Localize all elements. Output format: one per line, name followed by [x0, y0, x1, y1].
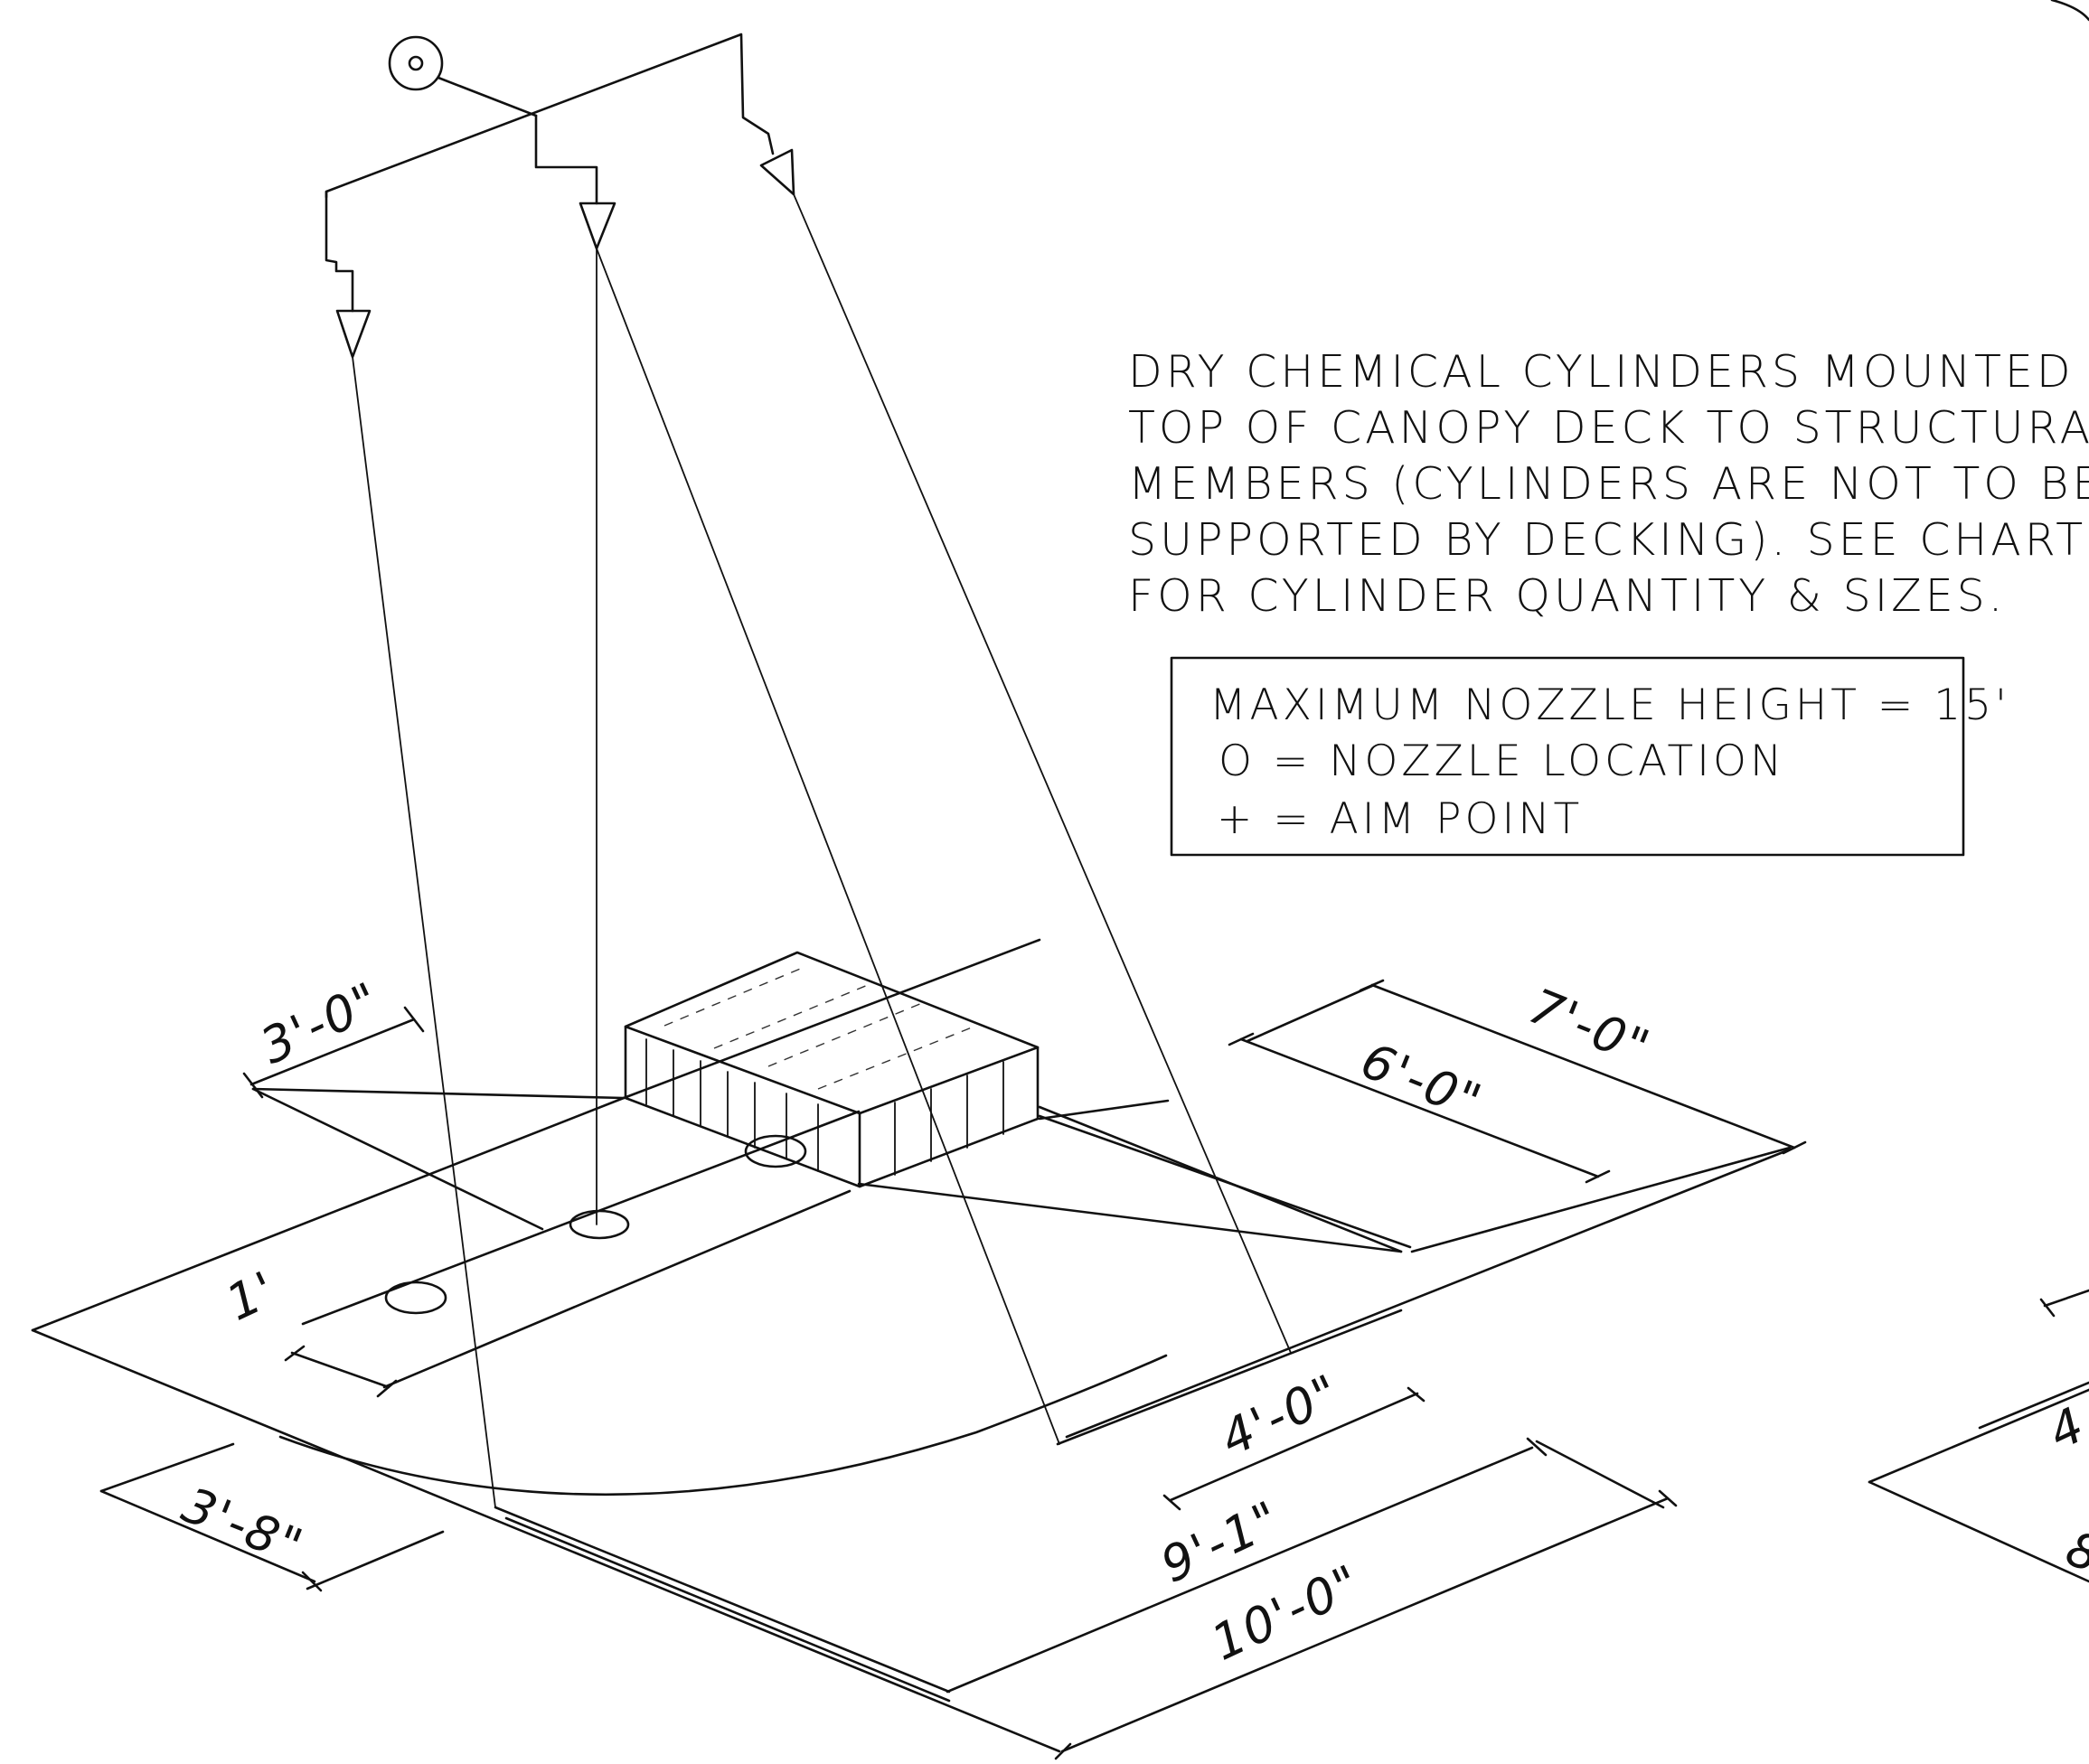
front-boundary-2	[504, 1516, 951, 1703]
box-top	[624, 951, 1040, 1115]
dimension-10-0: 10'-0"	[1203, 1553, 1370, 1672]
cylinder-symbol-inner	[408, 55, 424, 71]
right-nozzle	[759, 148, 795, 196]
note-line-4: SUPPORTED BY DECKING). SEE CHART	[1128, 514, 2086, 566]
floor-front-edge	[31, 1096, 626, 1332]
center-nozzle	[579, 202, 616, 250]
header-pipe	[325, 33, 775, 199]
nozzle-location-3	[744, 1134, 807, 1168]
left-drop-pipe	[325, 190, 354, 313]
left-nozzle	[335, 309, 372, 359]
floor-left-edge	[31, 1328, 1061, 1753]
nozzle-locations	[384, 1134, 807, 1315]
note-line-3: MEMBERS (CYLINDERS ARE NOT TO BE	[1128, 458, 2089, 510]
discharge-arc	[278, 1354, 1168, 1497]
box-right-extension	[1038, 1099, 1170, 1121]
front-boundary	[494, 1506, 951, 1694]
dimension-labels: 3'-0" 7'-0" 6'-0" 1' 4'-0" 9'-1" 10'-0" …	[174, 971, 2089, 1671]
note-line-1: DRY CHEMICAL CYLINDERS MOUNTED ON	[1128, 346, 2089, 398]
box-hatching	[645, 966, 1004, 1176]
general-note: DRY CHEMICAL CYLINDERS MOUNTED ON TOP OF…	[1128, 346, 2089, 622]
supply-pipe	[437, 76, 538, 117]
aim-lines	[352, 193, 1292, 1508]
aim-line-center-diagonal	[596, 248, 1060, 1445]
piping-network	[325, 33, 795, 359]
note-line-2: TOP OF CANOPY DECK TO STRUCTURAL	[1128, 402, 2089, 454]
dimension-lines	[99, 979, 2089, 1760]
dimension-4-right: 4	[2040, 1395, 2089, 1460]
note-line-5: FOR CYLINDER QUANTITY & SIZES.	[1128, 570, 2006, 622]
dimension-6-0: 6'-0"	[1353, 1032, 1490, 1131]
hazard-box	[624, 951, 1040, 1188]
left-zone-line-c	[382, 1189, 852, 1389]
dimension-8-right: 8	[2058, 1520, 2089, 1585]
legend-box: MAXIMUM NOZZLE HEIGHT = 15' O = NOZZLE L…	[1170, 656, 2010, 857]
dimension-7-0: 7'-0"	[1521, 978, 1658, 1077]
left-zone-line-a	[251, 1087, 544, 1231]
legend-line-2: O = NOZZLE LOCATION	[1219, 737, 1785, 786]
legend-frame	[1170, 656, 1965, 857]
upper-plane-edge	[251, 1087, 626, 1100]
dimension-3-8: 3'-8"	[174, 1477, 311, 1576]
dimension-3-0: 3'-0"	[252, 971, 390, 1074]
hazard-floor-plane	[31, 938, 1792, 1753]
right-back-line	[1038, 1114, 1412, 1249]
legend-line-3: + = AIM POINT	[1217, 794, 1583, 844]
cylinder-symbol-outer	[388, 35, 444, 91]
aim-line-left	[352, 356, 496, 1508]
legend-line-1: MAXIMUM NOZZLE HEIGHT = 15'	[1209, 680, 2010, 730]
nozzle-location-2	[384, 1281, 447, 1315]
middle-diagonal	[1065, 1148, 1792, 1439]
nozzle-location-1	[569, 1209, 630, 1240]
corner-arc	[2050, 0, 2089, 22]
aim-line-right	[793, 193, 1292, 1354]
center-drop-pipe	[534, 114, 598, 205]
floor-back-edge	[622, 938, 1041, 1100]
right-back-line-2	[1410, 1146, 1792, 1253]
center-zone-line	[857, 1182, 1403, 1253]
left-zone-line-b	[301, 1110, 861, 1326]
dimension-1: 1'	[218, 1260, 286, 1332]
